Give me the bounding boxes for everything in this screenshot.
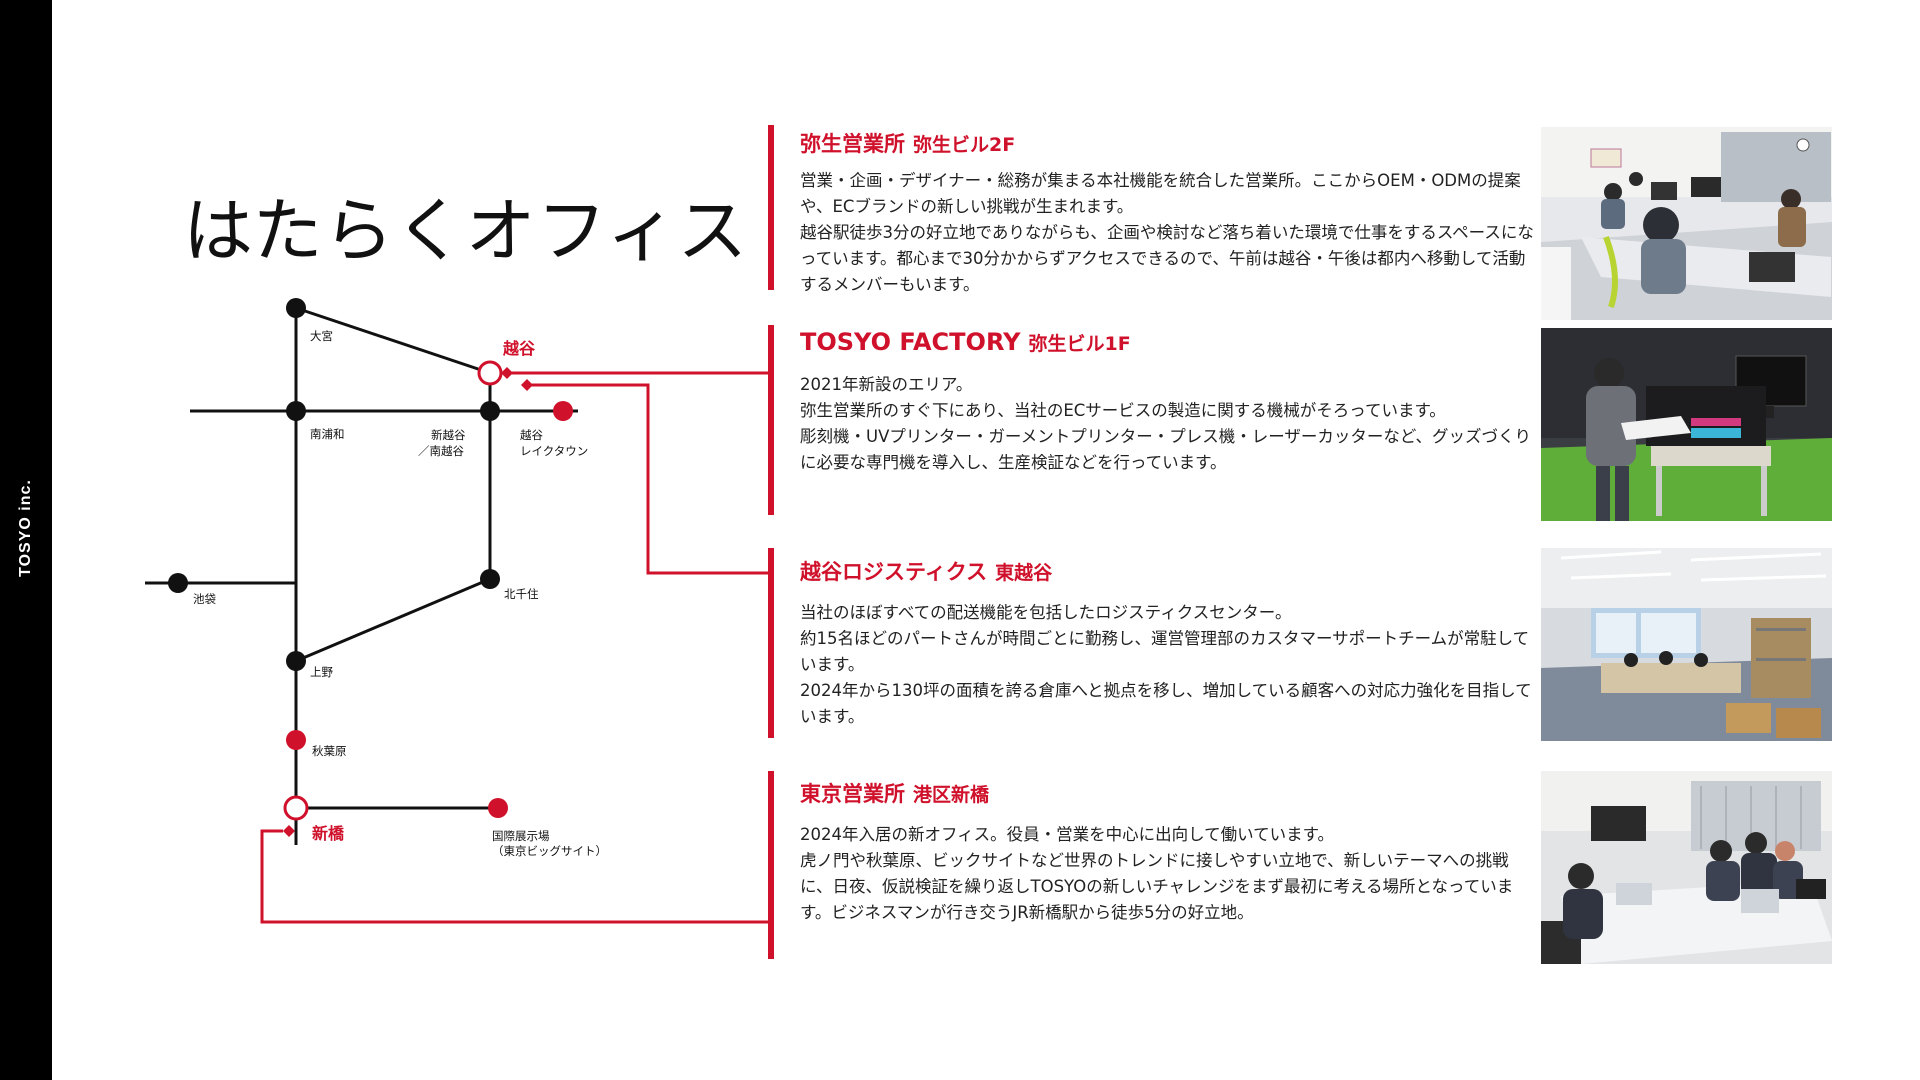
office-name: 東京営業所 — [800, 782, 905, 806]
label-kokusai-2: （東京ビッグサイト） — [492, 844, 607, 858]
office-heading: 東京営業所港区新橋 — [800, 778, 989, 808]
station-minamiurawa — [286, 401, 306, 421]
rail-lines — [145, 306, 578, 845]
office-paragraph: 2024年から130坪の面積を誇る倉庫へと拠点を移し、増加している顧客への対応力… — [800, 681, 1532, 726]
tokyo-office-photo — [1541, 771, 1832, 964]
rail-line-kitasenju-ueno — [295, 577, 491, 663]
page-title: はたらくオフィス — [183, 190, 749, 272]
office-description: 営業・企画・デザイナー・総務が集まる本社機能を統合した営業所。ここからOEM・O… — [800, 168, 1535, 298]
station-labels: 大宮 南浦和 新越谷 ／南越谷 越谷 越谷 レイクタウン 北千住 池袋 上野 秋… — [193, 329, 607, 858]
office-paragraph: 約15名ほどのパートさんが時間ごとに勤務し、運営管理部のカスタマーサポートチーム… — [800, 629, 1530, 674]
station-kokusai — [488, 798, 508, 818]
station-ikebukuro — [168, 573, 188, 593]
connector-logistics — [527, 383, 768, 575]
office-name: 越谷ロジスティクス — [800, 560, 988, 584]
station-ueno — [286, 651, 306, 671]
office-paragraph: 彫刻機・UVプリンター・ガーメントプリンター・プレス機・レーザーカッターなど、グ… — [800, 427, 1532, 472]
office-paragraph: 越谷駅徒歩3分の好立地でありながらも、企画や検討など落ち着いた環境で仕事をするス… — [800, 223, 1534, 294]
label-minamikoshigaya: ／南越谷 — [418, 444, 464, 458]
station-kitasenju — [480, 569, 500, 589]
label-koshigaya-lake-1: 越谷 — [520, 428, 543, 442]
office-description: 当社のほぼすべての配送機能を包括したロジスティクスセンター。 約15名ほどのパー… — [800, 600, 1535, 730]
office-location: 弥生ビル2F — [913, 134, 1016, 156]
office-paragraph: 2021年新設のエリア。 — [800, 375, 973, 394]
label-minamiurawa: 南浦和 — [310, 427, 345, 441]
station-omiya — [286, 298, 306, 318]
label-ueno: 上野 — [310, 665, 333, 679]
office-connectors — [260, 371, 768, 924]
office-heading: TOSYO FACTORY 弥生ビル1F — [800, 328, 1131, 356]
office-paragraph: 弥生営業所のすぐ下にあり、当社のECサービスの製造に関する機械がそろっています。 — [800, 401, 1446, 420]
office-accent-bar — [768, 771, 774, 959]
label-shinkoshigaya: 新越谷 — [431, 428, 466, 442]
office-description: 2024年入居の新オフィス。役員・営業を中心に出向して働いています。 虎ノ門や秋… — [800, 822, 1535, 926]
label-akihabara: 秋葉原 — [312, 744, 347, 758]
office-paragraph: 当社のほぼすべての配送機能を包括したロジスティクスセンター。 — [800, 603, 1292, 622]
label-ikebukuro: 池袋 — [193, 592, 216, 606]
stations — [168, 298, 573, 821]
connector-marker — [283, 825, 295, 837]
office-accent-bar — [768, 325, 774, 515]
logistics-photo — [1541, 548, 1832, 741]
sidebar: TOSYO inc. — [0, 0, 52, 1080]
label-koshigaya: 越谷 — [502, 339, 536, 358]
station-koshigaya — [477, 360, 503, 386]
office-name: 弥生営業所 — [800, 132, 905, 156]
connector-tokyo — [260, 829, 768, 924]
office-description: 2021年新設のエリア。 弥生営業所のすぐ下にあり、当社のECサービスの製造に関… — [800, 372, 1535, 476]
label-shimbashi: 新橋 — [312, 824, 345, 843]
station-shimbashi — [283, 795, 309, 821]
office-accent-bar — [768, 125, 774, 290]
office-paragraph: 2024年入居の新オフィス。役員・営業を中心に出向して働いています。 — [800, 825, 1335, 844]
connector-marker — [501, 367, 513, 379]
station-shinkoshigaya — [480, 401, 500, 421]
label-omiya: 大宮 — [310, 329, 333, 343]
office-paragraph: 営業・企画・デザイナー・総務が集まる本社機能を統合した営業所。ここからOEM・O… — [800, 171, 1521, 216]
rail-line-omiya-koshigaya — [295, 306, 491, 375]
station-koshigaya-lake — [553, 401, 573, 421]
office-location: 弥生ビル1F — [1028, 333, 1131, 355]
office-location: 東越谷 — [995, 562, 1053, 584]
label-kokusai-1: 国際展示場 — [492, 829, 550, 843]
label-koshigaya-lake-2: レイクタウン — [520, 444, 588, 458]
office-paragraph: 虎ノ門や秋葉原、ビックサイトなど世界のトレンドに接しやすい立地で、新しいテーマへ… — [800, 851, 1514, 922]
office-accent-bar — [768, 548, 774, 738]
office-photo — [1541, 127, 1832, 320]
station-akihabara — [286, 730, 306, 750]
factory-photo — [1541, 328, 1832, 521]
office-location: 港区新橋 — [913, 784, 990, 806]
office-name: TOSYO FACTORY — [800, 328, 1021, 356]
office-heading: 弥生営業所弥生ビル2F — [800, 128, 1015, 158]
office-heading: 越谷ロジスティクス東越谷 — [800, 556, 1052, 586]
connector-marker — [521, 379, 533, 391]
label-kitasenju: 北千住 — [504, 587, 539, 601]
